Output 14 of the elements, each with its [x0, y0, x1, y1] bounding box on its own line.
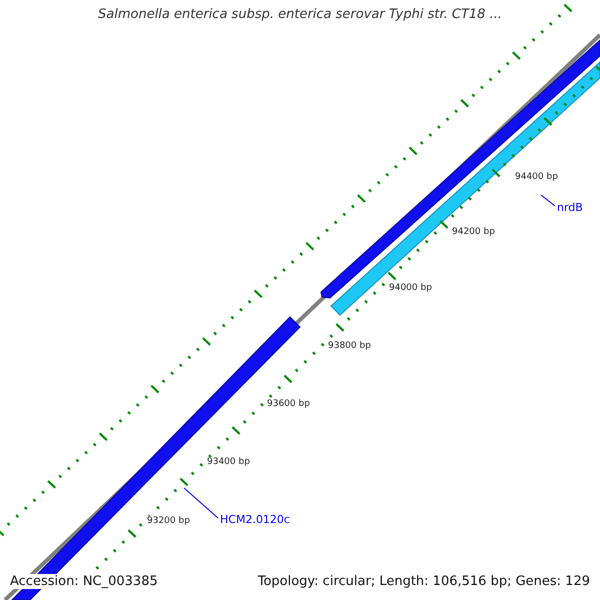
position-label: 93800 bp — [328, 341, 371, 351]
leader-line — [540, 194, 556, 206]
summary-label: Topology: circular; Length: 106,516 bp; Genes: 129 — [258, 574, 590, 589]
position-label: 94000 bp — [389, 283, 432, 293]
accession-label: Accession: NC_003385 — [10, 574, 158, 589]
map-title: Salmonella enterica subsp. enterica serovar Typhi str. CT18 ... — [97, 7, 503, 22]
gene-label: nrdB — [557, 201, 583, 214]
position-label: 94200 bp — [452, 227, 495, 237]
leader-line — [184, 488, 218, 518]
gene-label: HCM2.0120c — [220, 513, 290, 526]
position-label: 94400 bp — [515, 172, 558, 182]
position-label: 93400 bp — [207, 457, 250, 467]
position-label: 93200 bp — [147, 516, 190, 526]
position-label: 93600 bp — [267, 399, 310, 409]
